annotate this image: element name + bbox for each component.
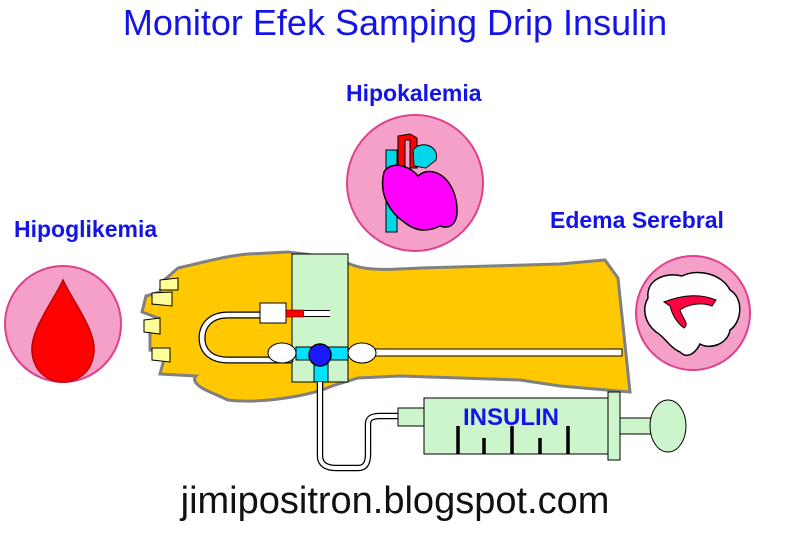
arm <box>140 250 632 403</box>
iv-valve-icon <box>308 343 332 367</box>
page-title: Monitor Efek Samping Drip Insulin <box>122 2 668 43</box>
footer-url: jimipositron.blogspot.com <box>180 480 610 522</box>
connector-right <box>347 342 377 364</box>
cannula-tip <box>285 309 305 318</box>
heart-icon <box>381 133 458 233</box>
label-cerebral-edema: Edema Serebral <box>550 207 724 233</box>
label-hypokalemia: Hipokalemia <box>346 80 482 106</box>
label-hypoglycemia: Hipoglikemia <box>14 216 158 242</box>
syringe-icon <box>397 391 687 461</box>
label-insulin: INSULIN <box>463 404 559 431</box>
fingernails <box>143 277 179 363</box>
cannula-hub <box>259 302 287 324</box>
blood-drop-icon <box>31 278 95 383</box>
syringe-tube <box>316 382 402 472</box>
iv-line <box>339 348 623 357</box>
brain-icon <box>643 271 741 356</box>
connector-left <box>267 342 297 364</box>
